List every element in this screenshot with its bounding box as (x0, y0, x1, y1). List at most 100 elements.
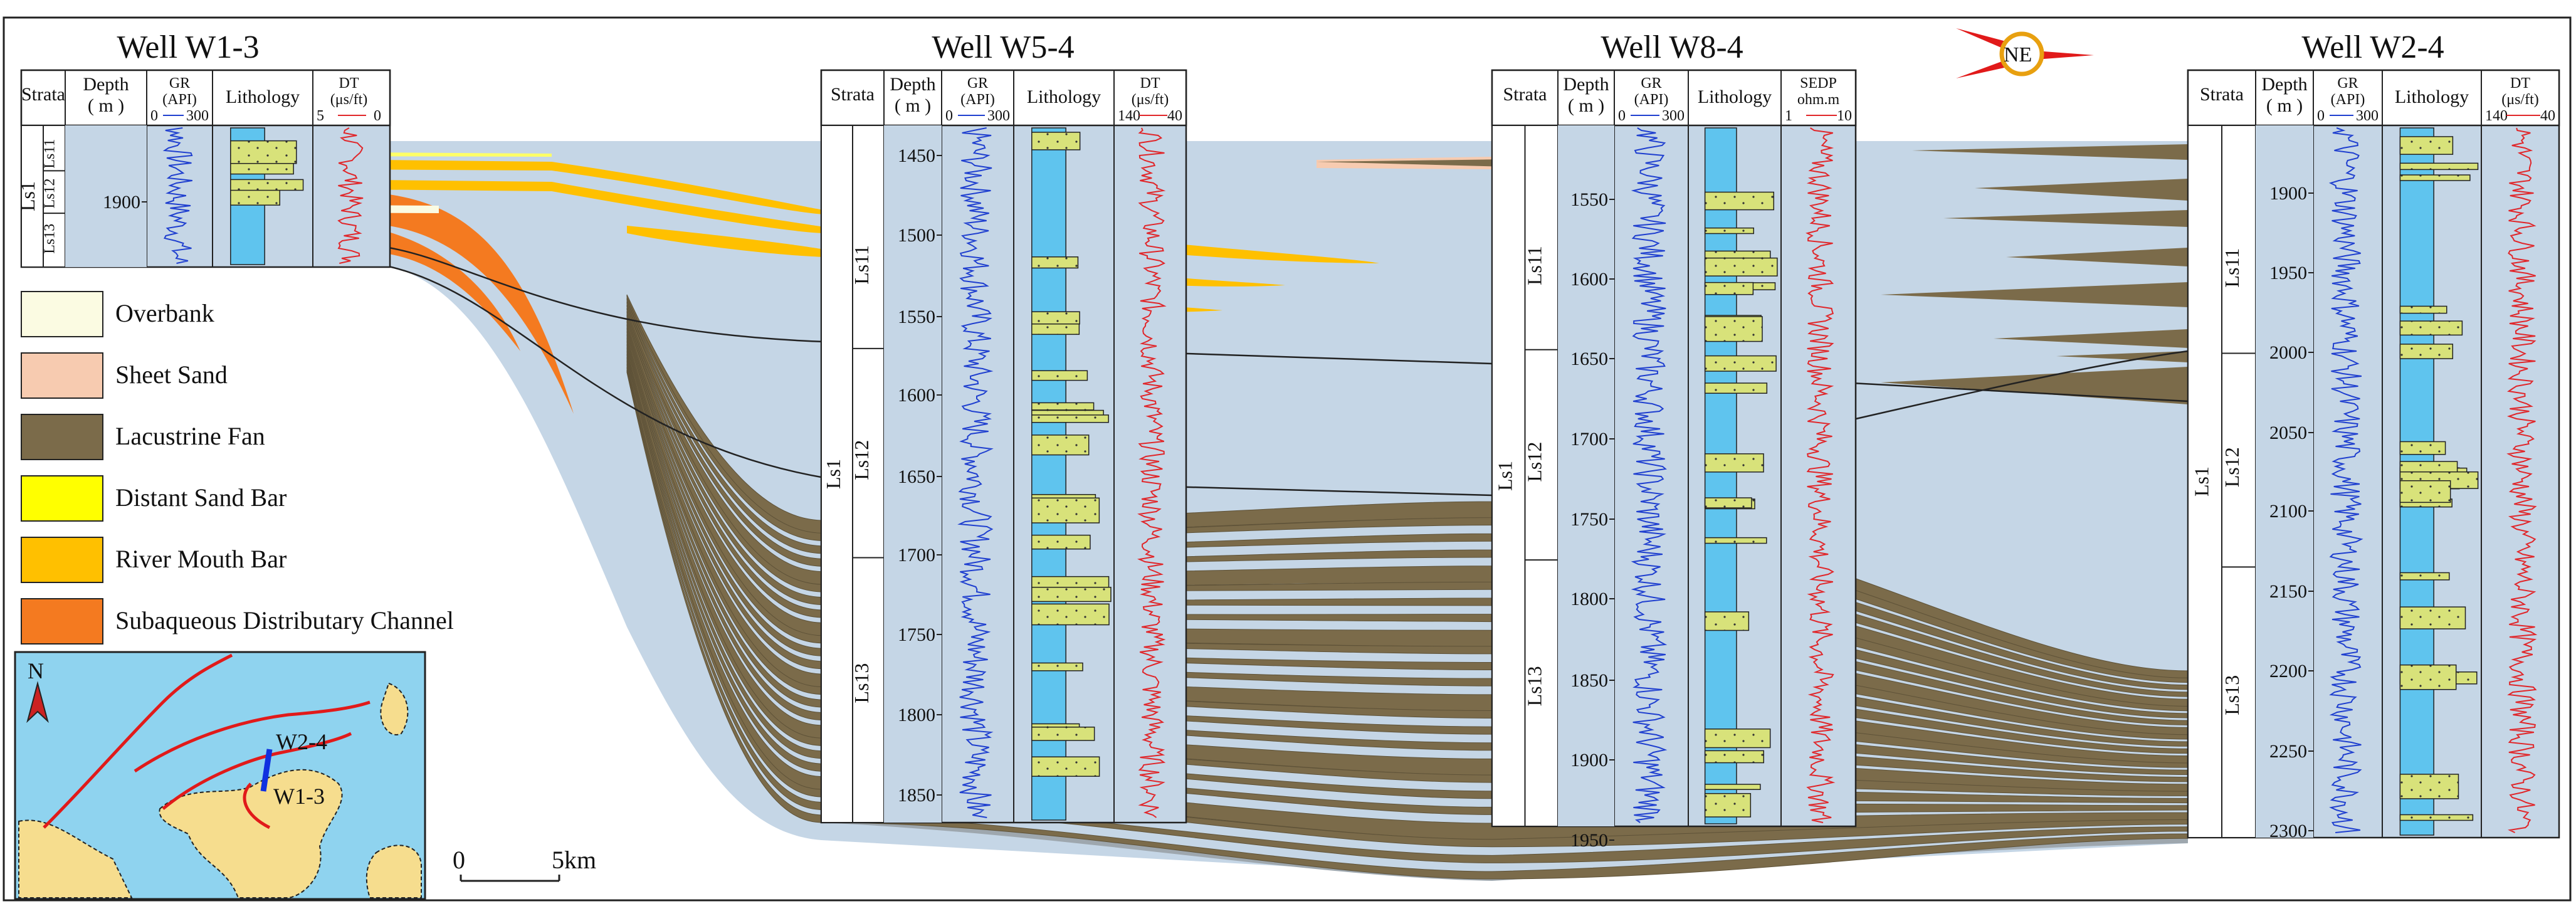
header-curve1-max: 300 (1662, 108, 1685, 124)
channel-wedge (389, 232, 520, 351)
lithology-sandstone (1704, 282, 1754, 295)
lithology-sandstone (230, 188, 281, 206)
header-strata: Strata (831, 84, 875, 105)
profile-line (260, 749, 273, 792)
depth-tick-label: 1900 (1570, 750, 1608, 771)
scale-bar: 0 5km (453, 846, 596, 882)
zone-ls1: Ls1 (16, 181, 39, 211)
header-curve2: DT (339, 75, 359, 92)
zone-ls1: Ls1 (2190, 466, 2212, 497)
zone-ls12: Ls12 (850, 440, 873, 480)
fan-wedge (1881, 282, 2188, 307)
header-lithology: Lithology (226, 87, 300, 107)
fan-wedge (1912, 144, 2188, 160)
header-depth-unit: ( m ) (88, 95, 124, 116)
zone-ls11: Ls11 (850, 245, 873, 285)
gr-curve (957, 127, 994, 818)
lithology-mudstone (1031, 127, 1066, 821)
header-curve2-unit: (μs/ft) (2501, 92, 2539, 108)
header-curve1: GR (2337, 75, 2358, 92)
lithology-sandstone (1031, 402, 1095, 411)
lithology-sandstone (1704, 382, 1768, 394)
legend-swatch (21, 475, 103, 522)
lithology-sandstone (2399, 174, 2471, 181)
header-depth: Depth (2261, 74, 2307, 95)
lithology-sandstone (1704, 355, 1777, 372)
depth-tick-label: 1700 (1570, 429, 1608, 450)
header-lithology: Lithology (1698, 87, 1772, 107)
lithology-sandstone (1704, 453, 1764, 473)
lithology-sandstone (1704, 729, 1771, 749)
lithology-sandstone (1031, 434, 1090, 456)
legend-label: Distant Sand Bar (115, 483, 287, 512)
zone-ls11: Ls11 (1523, 246, 1546, 285)
fault-line (134, 700, 371, 773)
depth-tick-label: 1800 (898, 705, 935, 725)
depth-column (65, 125, 147, 267)
lithology-sandstone (1704, 784, 1761, 791)
header-curve1-unit: (API) (960, 92, 995, 108)
lithology-sandstone (1031, 414, 1109, 423)
compass-circle (1999, 31, 2044, 76)
north-arrow: N (26, 658, 49, 724)
zone-ls1: Ls1 (1494, 461, 1517, 491)
lithology-sandstone (1031, 132, 1081, 150)
fan-wedge (1975, 179, 2188, 201)
header-curve1-unit: (API) (162, 92, 197, 108)
lithology-sandstone (2399, 162, 2479, 171)
compass-rose: NE (1956, 28, 2094, 78)
header-depth-unit: ( m ) (2266, 95, 2303, 116)
header-curve2-unit: (μs/ft) (1132, 92, 1169, 108)
fan-wedge (1994, 329, 2188, 348)
header-depth: Depth (83, 74, 129, 95)
lithology-sandstone (1031, 586, 1112, 603)
faults (43, 653, 371, 829)
fault-line (43, 653, 233, 829)
curve2-line (1137, 127, 1167, 818)
lithology-sandstone (1704, 257, 1778, 276)
zone-ls13: Ls13 (1523, 666, 1546, 706)
fan-wedge (1881, 367, 2188, 404)
legend-label: Subaqueous Distributary Channel (115, 606, 454, 634)
well-title: Well W2-4 (2301, 29, 2444, 65)
header-curve2-min: 1 (1785, 108, 1792, 124)
lithology-sandstone (1704, 316, 1763, 342)
header-curve1-unit: (API) (2331, 92, 2365, 108)
header-strata: Strata (2200, 84, 2244, 105)
zone-ls1: Ls1 (822, 459, 844, 489)
zone-ls13: Ls13 (42, 224, 58, 254)
lithology-sandstone (2399, 606, 2466, 629)
map-land (18, 819, 133, 898)
header-curve1: GR (1641, 75, 1661, 92)
header-curve2-max: 0 (374, 108, 381, 124)
legend-swatch (21, 537, 103, 583)
lithology-sandstone (2399, 664, 2457, 690)
lithology-sandstone (1704, 792, 1752, 818)
header-strata: Strata (21, 84, 65, 105)
depth-tick-label: 2000 (2269, 342, 2307, 363)
fan-wedge (2056, 351, 2188, 362)
lithology-sandstone (2399, 344, 2454, 359)
lithology-sandstone (1031, 662, 1083, 671)
header-curve1-min: 0 (1618, 108, 1626, 124)
depth-column (1558, 125, 1614, 826)
header-curve2: SEDP (1800, 75, 1837, 92)
curve2-line (2506, 127, 2538, 833)
header-curve1-max: 300 (987, 108, 1010, 124)
depth-tick-label: 2150 (2269, 581, 2307, 602)
depth-tick-label: 1550 (1570, 189, 1608, 210)
well-header (20, 69, 391, 127)
depth-tick-label: 1850 (1570, 670, 1608, 691)
header-curve2-min: 140 (2485, 108, 2508, 124)
header-curve2-unit: ohm.m (1797, 92, 1840, 108)
channel-wedge (389, 194, 574, 414)
fault-line (162, 732, 352, 810)
lithology-sandstone (1704, 750, 1765, 764)
lithology-sandstone (2399, 572, 2450, 581)
